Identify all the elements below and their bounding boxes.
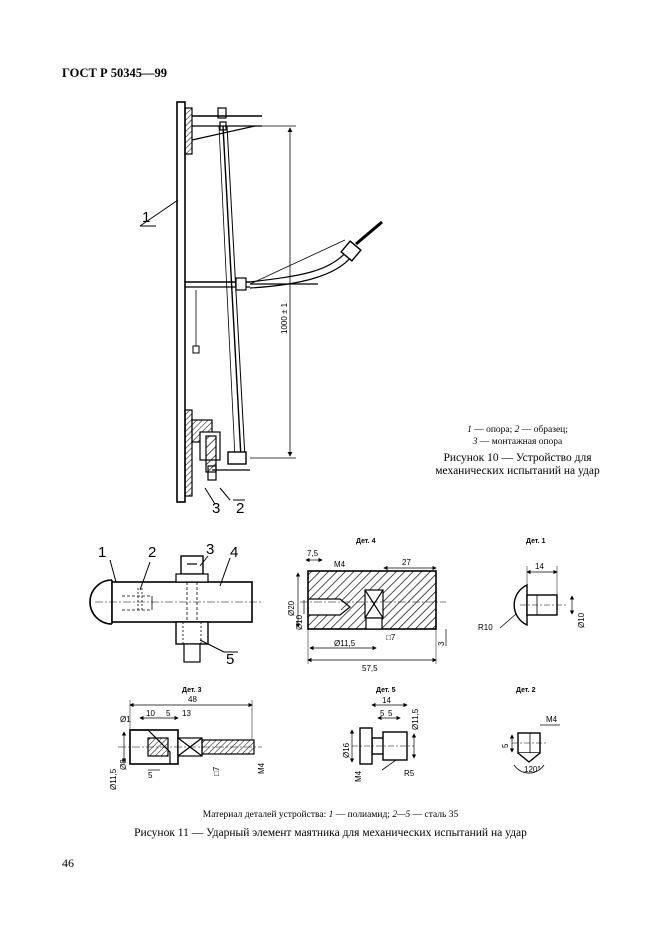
det2-dim-120: 120° (524, 765, 541, 774)
det1-title: Дет. 1 (526, 538, 546, 545)
det5-title: Дет. 5 (376, 687, 396, 694)
det3-dim-13: 13 (182, 709, 191, 718)
det4-dim-3: 3 (437, 641, 446, 646)
det5-drawing (349, 702, 417, 771)
legend-text-3: — монтажная опора (477, 437, 563, 447)
det3-dim-5b: 5 (148, 771, 153, 780)
det4-dim-d20: Ø20 (287, 600, 296, 616)
page-number: 46 (62, 856, 74, 870)
det4-dim-d11-5: Ø11,5 (334, 639, 356, 648)
det4-dim-sq7: □7 (386, 633, 396, 642)
det1-dim-r10: R10 (478, 623, 493, 632)
det2-dim-m4: М4 (546, 715, 558, 724)
material-num-2: 2—5 (392, 810, 411, 820)
det3-title: Дет. 3 (182, 687, 202, 694)
material-prefix: Материал деталей устройства: (202, 810, 329, 820)
det4-dim-d10: Ø10 (295, 614, 304, 630)
det4-dim-m4: М4 (334, 560, 346, 569)
legend-num-2: 2 (514, 425, 520, 435)
det5-dim-d16: Ø16 (342, 742, 351, 758)
legend-text-2: — образец; (519, 425, 568, 435)
det4-drawing (295, 557, 447, 664)
fig11-callout-4: 4 (230, 544, 238, 561)
det3-dim-48: 48 (188, 695, 197, 704)
fig11-callout-1: 1 (98, 544, 106, 561)
det2-dim-5: 5 (501, 743, 510, 748)
det4-dim-27: 27 (402, 558, 411, 567)
det4-dim-57-5: 57,5 (362, 664, 378, 673)
material-text-2: — сталь 35 (410, 810, 459, 820)
det5-dim-5b: 5 (388, 709, 393, 718)
det3-drawing (118, 700, 262, 771)
det3-dim-sq7: □7 (212, 766, 221, 776)
figure11-caption: Рисунок 11 — Ударный элемент маятника дл… (134, 827, 527, 839)
fig11-callout-2: 2 (148, 544, 156, 561)
material-text-1: — полиамид; (333, 810, 393, 820)
det1-drawing (499, 566, 575, 629)
fig10-callout-1: 1 (142, 209, 150, 226)
det5-dim-r5: R5 (404, 769, 415, 778)
figure11-material-note: Материал деталей устройства: 1 — полиами… (0, 810, 661, 820)
fig10-dimension-height: 1000 ± 1 (280, 302, 289, 334)
figure10-caption-line2: механических испытаний на удар (435, 465, 600, 477)
fig11-callout-3: 3 (206, 541, 214, 558)
det4-dim-7-5: 7,5 (307, 549, 319, 558)
det4-title: Дет. 4 (356, 538, 376, 545)
material-num-1: 1 (328, 810, 334, 820)
det5-dim-d11-5: Ø11,5 (411, 708, 420, 730)
det3-dim-d11-5: Ø11,5 (109, 768, 118, 790)
det2-drawing (509, 724, 560, 774)
figure10-caption-line1: Рисунок 10 — Устройство для (443, 452, 592, 464)
det5-dim-5a: 5 (380, 709, 385, 718)
det3-dim-d8: Ø8 (119, 759, 128, 770)
legend-num-3: 3 (472, 437, 478, 447)
det2-title: Дет. 2 (516, 687, 536, 694)
det1-dim-d10: Ø10 (577, 612, 586, 628)
det3-dim-d1: Ø1 (120, 715, 131, 724)
legend-num-1: 1 (467, 425, 472, 435)
fig11-callout-5: 5 (226, 651, 234, 668)
fig10-callout-3: 3 (212, 500, 220, 517)
det3-dim-m4: М4 (257, 762, 266, 774)
figure10-apparatus (139, 101, 383, 505)
det5-dim-14: 14 (382, 696, 391, 705)
det3-dim-10: 10 (146, 709, 155, 718)
fig10-callout-2: 2 (236, 500, 244, 517)
det3-dim-5: 5 (166, 709, 171, 718)
figure11-assembly (89, 555, 262, 663)
legend-text-1: — опора; (471, 425, 515, 435)
figure10-caption: Рисунок 10 — Устройство для механических… (420, 452, 615, 478)
document-header: ГОСТ Р 50345—99 (62, 66, 168, 80)
det5-dim-m4: М4 (354, 770, 363, 782)
figure10-legend: 1 — опора; 2 — образец; 3 — монтажная оп… (430, 424, 605, 448)
det1-dim-14: 14 (535, 562, 544, 571)
